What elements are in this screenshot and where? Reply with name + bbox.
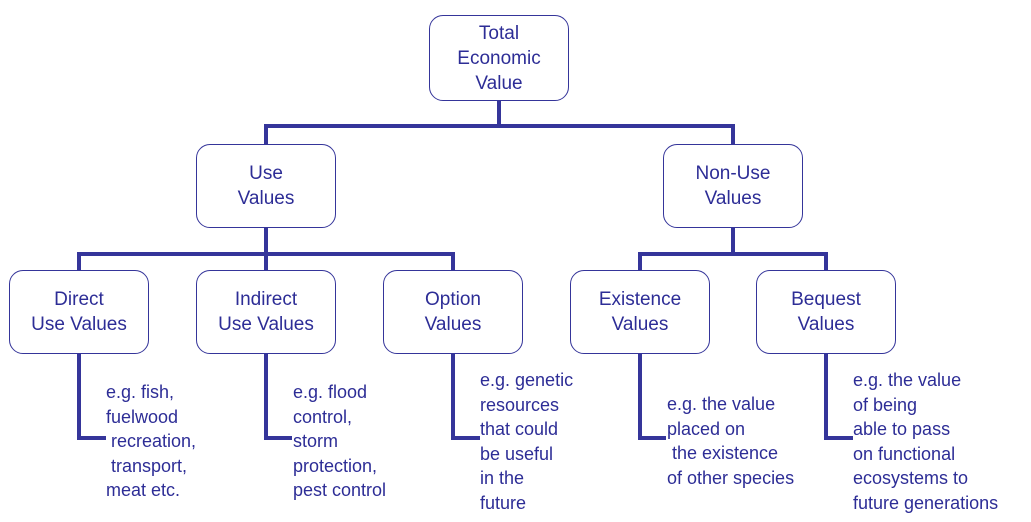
node-indirect-use-values: Indirect Use Values [196,270,336,354]
example-indirect-use: e.g. flood control, storm protection, pe… [293,382,387,500]
node-label: Non-Use Values [695,163,771,209]
connector-existence-example [638,352,666,440]
node-option-values: Option Values [383,270,523,354]
node-bequest-values: Bequest Values [756,270,896,354]
node-direct-use-values: Direct Use Values [9,270,149,354]
node-label: Use Values [237,163,295,209]
example-option: e.g. genetic resources that could be use… [480,370,574,513]
example-bequest: e.g. the value of being able to pass on … [853,370,999,513]
node-label: Existence Values [598,289,682,335]
connector-use-to-children [77,226,455,272]
connector-nonuse-to-children [638,226,828,272]
node-label: Total Economic Value [457,22,541,94]
example-existence: e.g. the value placed on the existence o… [667,394,795,488]
node-label: Direct Use Values [31,289,127,335]
node-use-values: Use Values [196,144,336,228]
connector-bequest-example [824,352,853,440]
node-label: Indirect Use Values [218,289,314,335]
node-label: Bequest Values [791,289,861,335]
connector-option-example [451,352,480,440]
node-non-use-values: Non-Use Values [663,144,803,228]
connector-direct-example [77,352,106,440]
node-label: Option Values [424,289,482,335]
connector-total-to-children [264,99,735,146]
node-existence-values: Existence Values [570,270,710,354]
example-direct-use: e.g. fish, fuelwood recreation, transpor… [106,382,197,500]
connector-indirect-example [264,352,292,440]
node-total-economic-value: Total Economic Value [429,15,569,101]
